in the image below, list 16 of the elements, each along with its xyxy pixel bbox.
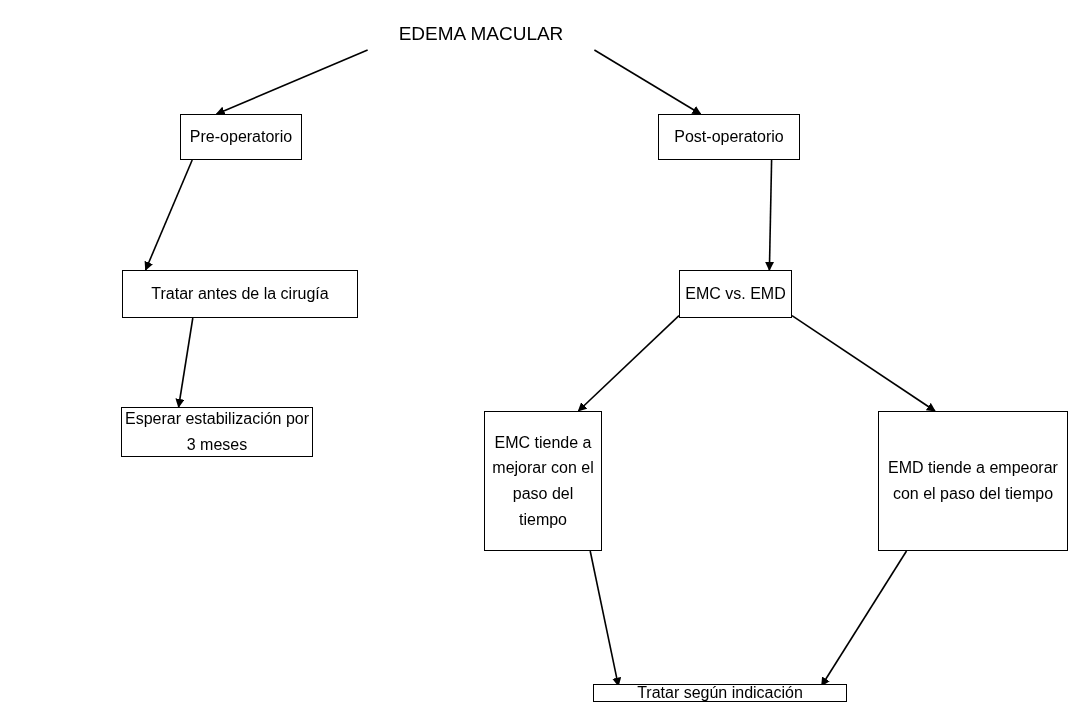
process-box: EMC vs. EMD	[679, 270, 792, 318]
arrow	[791, 314, 936, 412]
process-box: Tratar según indicación	[593, 684, 847, 702]
title-text: EDEMA MACULAR	[355, 18, 607, 50]
arrow	[175, 317, 194, 408]
arrow	[765, 159, 775, 271]
process-box: Tratar antes de la cirugía	[122, 270, 358, 318]
arrow	[144, 159, 193, 271]
process-box: Esperar estabilización por 3 meses	[121, 407, 313, 457]
arrow	[593, 49, 702, 115]
arrow	[577, 314, 680, 412]
arrow	[215, 49, 369, 115]
process-box: EMC tiende a mejorar con el paso del tiempo	[484, 411, 602, 551]
process-box: Post-operatorio	[658, 114, 800, 160]
process-box: Pre-operatorio	[180, 114, 302, 160]
process-box: EMD tiende a empeorar con el paso del tiempo	[878, 411, 1068, 551]
